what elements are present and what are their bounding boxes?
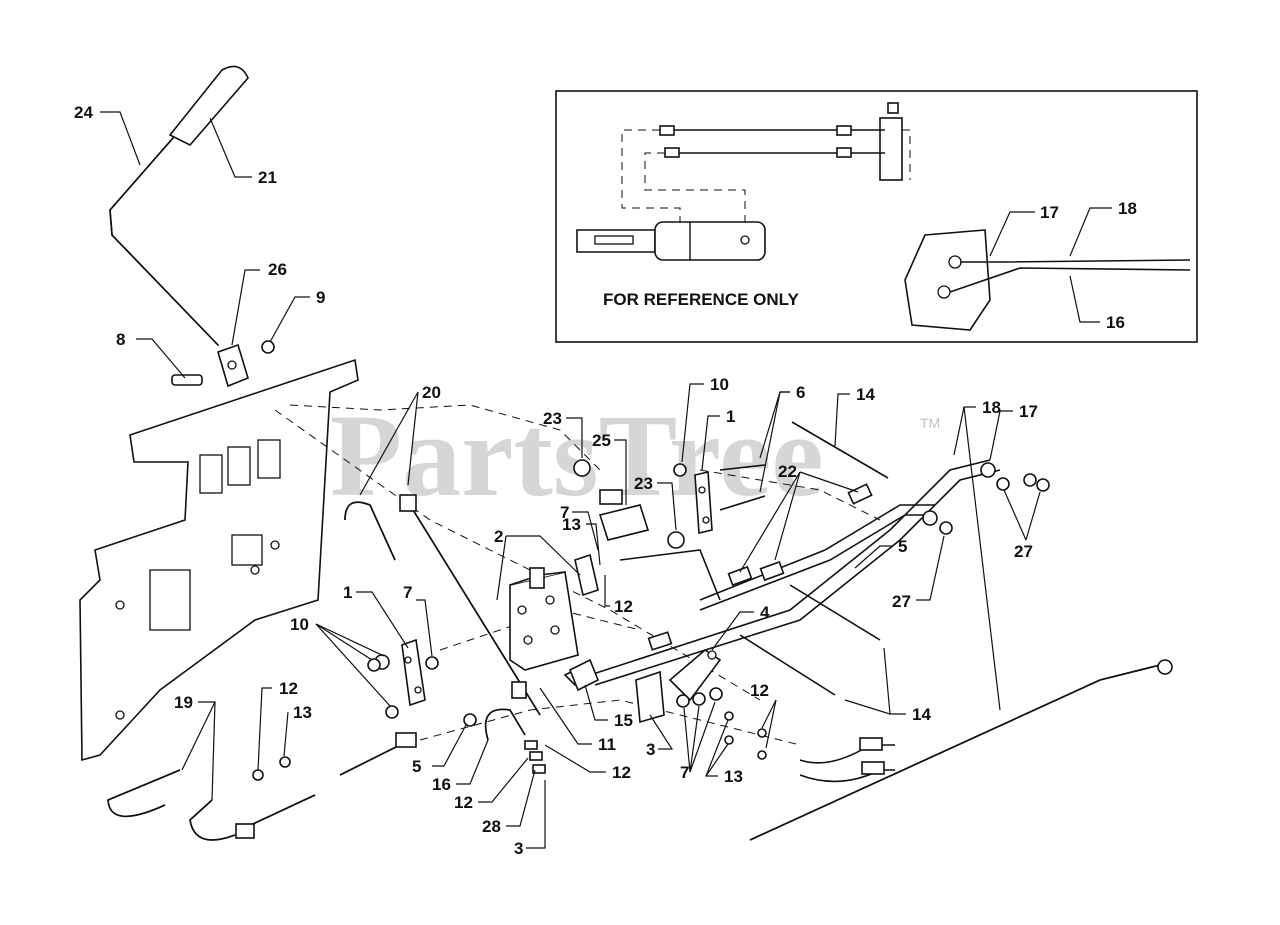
link-arm-right: [694, 471, 713, 534]
callout-12e: 12: [454, 793, 473, 812]
callout-10b: 10: [290, 615, 309, 634]
callout-26: 26: [268, 260, 287, 279]
callout-r17: 17: [1040, 203, 1059, 222]
control-valve: [509, 567, 597, 686]
hydraulic-cylinder-sketch: [576, 221, 766, 261]
callout-24: 24: [74, 103, 93, 122]
callout-r18: 18: [1118, 199, 1137, 218]
callout-4: 4: [760, 603, 770, 622]
callout-1a: 1: [726, 407, 735, 426]
watermark-trademark: TM: [920, 415, 940, 431]
lift-handle: [109, 65, 249, 346]
callout-17a: 17: [1019, 402, 1038, 421]
callout-8: 8: [116, 330, 125, 349]
callout-7a: 7: [560, 503, 569, 522]
callout-22: 22: [778, 462, 797, 481]
hydraulic-lines: [589, 459, 1001, 686]
callout-28: 28: [482, 817, 501, 836]
callout-9: 9: [316, 288, 325, 307]
callout-27a: 27: [1014, 542, 1033, 561]
callout-r16: 16: [1106, 313, 1125, 332]
callout-23b: 23: [634, 474, 653, 493]
callout-11: 11: [598, 735, 616, 754]
callout-7c: 7: [680, 763, 689, 782]
callout-12c: 12: [750, 681, 769, 700]
callout-6: 6: [796, 383, 805, 402]
callout-25: 25: [592, 431, 611, 450]
reference-inset: FOR REFERENCE ONLY 17 18 16: [555, 90, 1198, 343]
callout-14a: 14: [856, 385, 875, 404]
callout-13a: 13: [562, 515, 581, 534]
callout-12d: 12: [612, 763, 631, 782]
callout-10a: 10: [710, 375, 729, 394]
callout-2: 2: [494, 527, 503, 546]
callout-5b: 5: [412, 757, 421, 776]
callout-13b: 13: [293, 703, 312, 722]
callout-16a: 16: [432, 775, 451, 794]
callout-7b: 7: [403, 583, 412, 602]
callout-5a: 5: [898, 537, 907, 556]
callout-1b: 1: [343, 583, 352, 602]
pivot-bracket: [171, 340, 275, 388]
callout-12a: 12: [614, 597, 633, 616]
callout-23a: 23: [543, 409, 562, 428]
mounting-plate: [79, 358, 359, 762]
reference-title: FOR REFERENCE ONLY: [603, 290, 800, 309]
callout-19: 19: [174, 693, 193, 712]
link-arm-left: [401, 638, 426, 707]
callout-14b: 14: [912, 705, 931, 724]
callout-13c: 13: [724, 767, 743, 786]
callout-27b: 27: [892, 592, 911, 611]
callout-3a: 3: [514, 839, 523, 858]
callout-3b: 3: [646, 740, 655, 759]
callout-21: 21: [258, 168, 277, 187]
callout-15: 15: [614, 711, 633, 730]
callout-12b: 12: [279, 679, 298, 698]
pump-sketch: [904, 229, 1191, 331]
callout-20: 20: [422, 383, 441, 402]
callout-18a: 18: [982, 398, 1001, 417]
